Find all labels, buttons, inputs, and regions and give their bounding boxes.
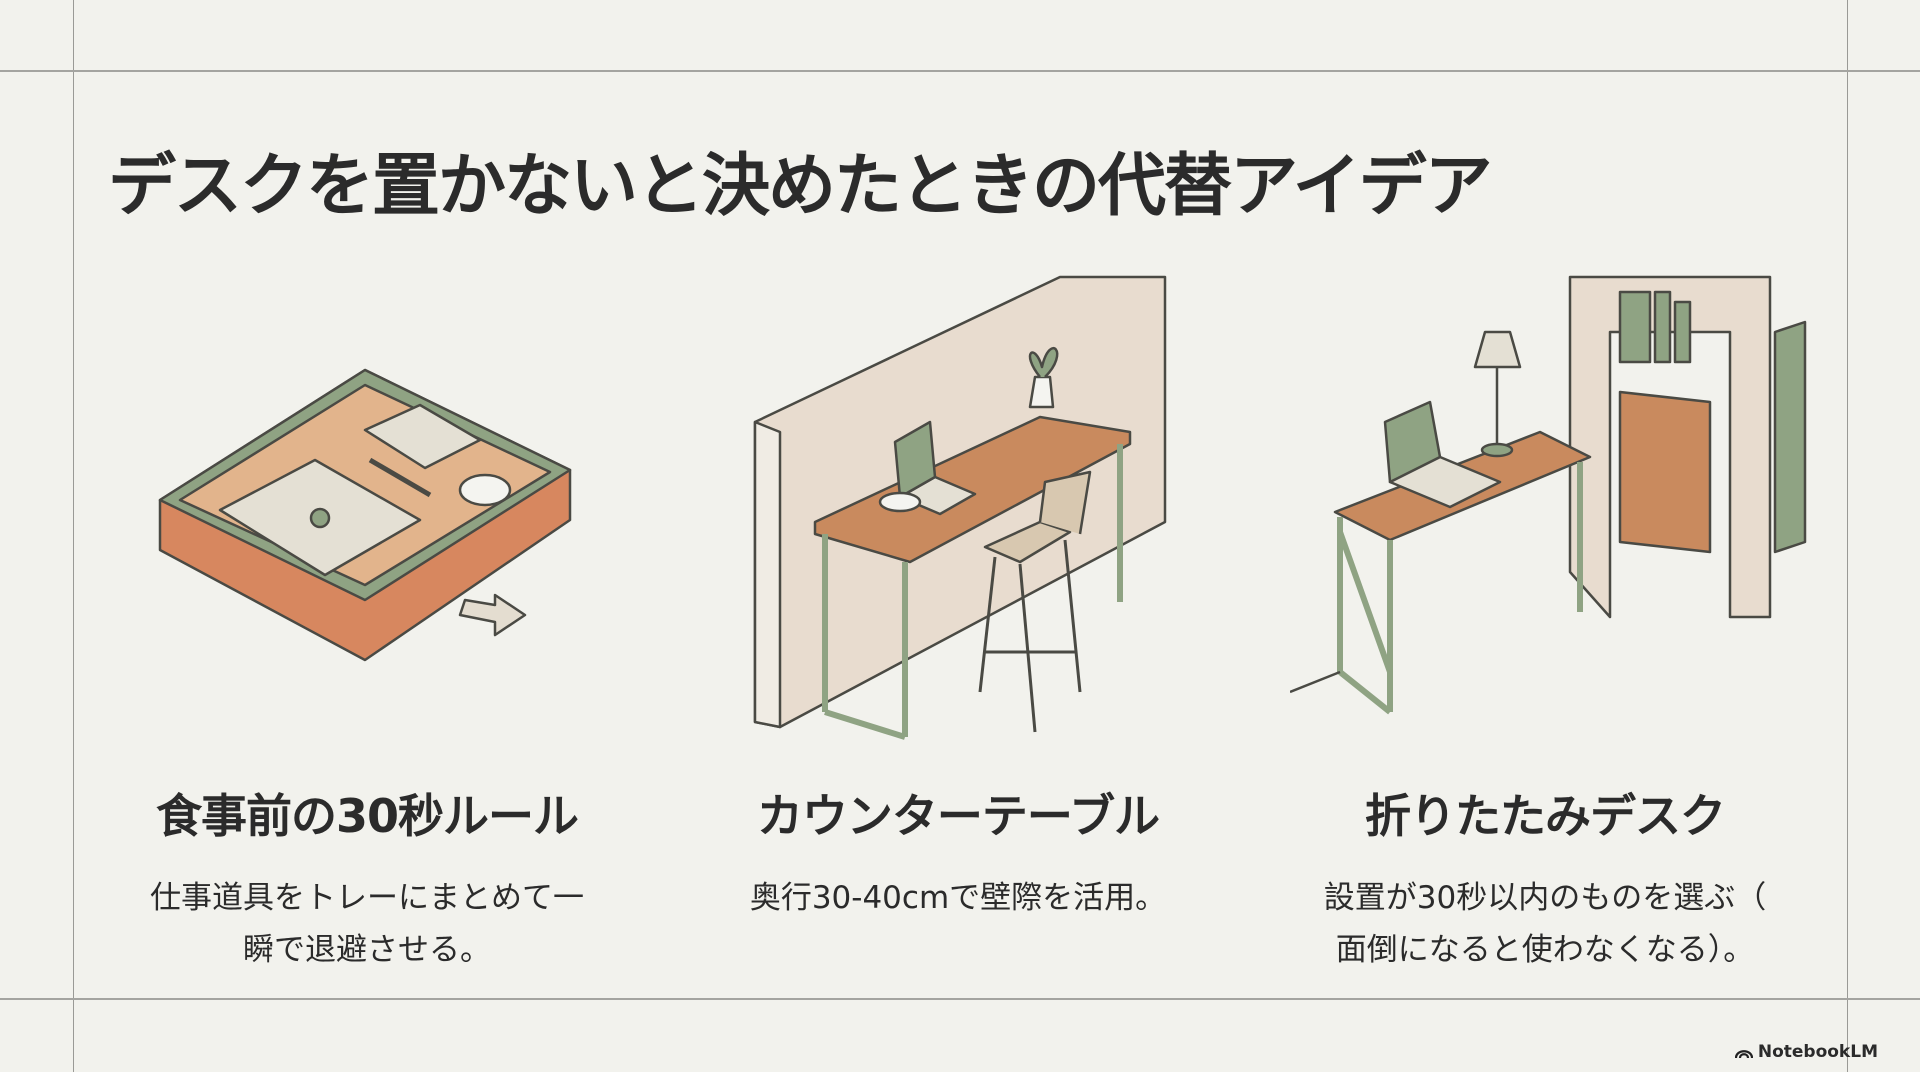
card-description: 設置が30秒以内のものを選ぶ（面倒になると使わなくなる）。	[1323, 880, 1767, 968]
notebooklm-branding: NotebookLM	[1734, 1042, 1878, 1062]
slide-title: デスクを置かないと決めたときの代替アイデア	[108, 147, 1493, 226]
card-description: 奥行30-40cmで壁際を活用。	[749, 880, 1167, 916]
guide-line	[0, 998, 1920, 1000]
guide-line	[73, 0, 74, 1072]
guide-line	[1847, 0, 1848, 1072]
counter-table-illustration	[753, 275, 1167, 740]
card-folding-desk: 折りたたみデスク 設置が30秒以内のものを選ぶ（面倒になると使わなくなる）。	[1265, 780, 1825, 976]
notebooklm-logo-icon	[1734, 1050, 1753, 1059]
guide-line	[0, 70, 1920, 72]
tray-illustration	[158, 368, 572, 662]
card-heading: 折りたたみデスク	[1365, 789, 1726, 843]
card-description: 仕事道具をトレーにまとめて一瞬で退避させる。	[150, 880, 584, 968]
card-heading: カウンターテーブル	[756, 789, 1160, 843]
card-counter-table: カウンターテーブル 奥行30-40cmで壁際を活用。	[678, 780, 1238, 924]
card-heading: 食事前の30秒ルール	[155, 789, 579, 843]
card-30-second-rule: 食事前の30秒ルール 仕事道具をトレーにまとめて一瞬で退避させる。	[87, 780, 647, 976]
folding-desk-illustration	[1290, 275, 1807, 715]
